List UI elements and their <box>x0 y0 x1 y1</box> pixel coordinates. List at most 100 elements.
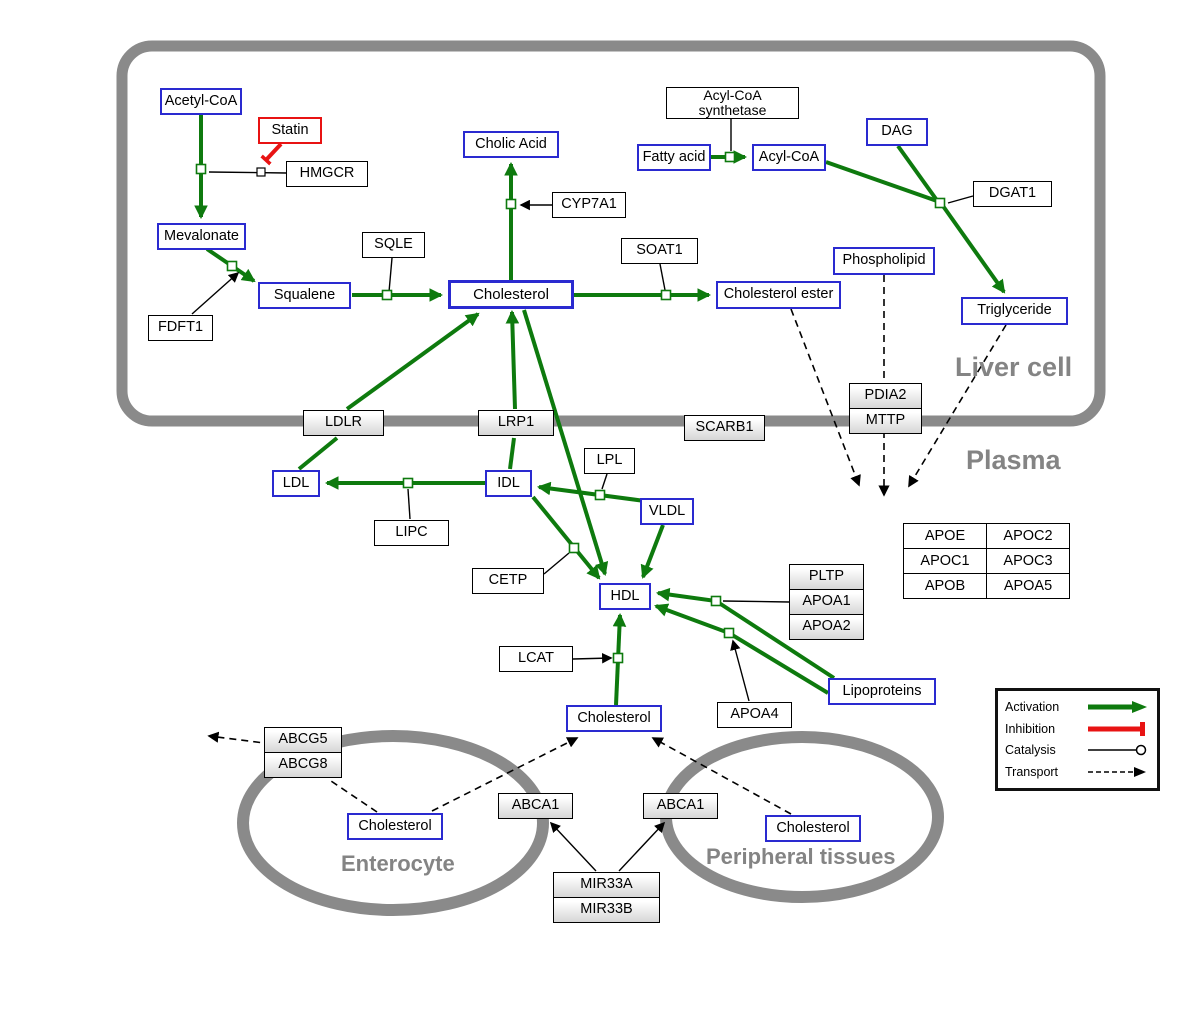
apolipoprotein-table: APOE APOC2 APOC1 APOC3 APOB APOA5 <box>903 523 1070 599</box>
node-acyl-coa[interactable]: Acyl-CoA <box>752 144 826 171</box>
catalysis-circle-icon <box>1088 744 1147 756</box>
edge-mir33-abca1-right <box>618 821 666 872</box>
label-plasma: Plasma <box>966 445 1061 475</box>
edge-cholesterolester-secretion <box>790 308 861 487</box>
legend-row-activation: Activation <box>1005 699 1150 715</box>
node-apoa1[interactable]: APOA1 <box>789 589 864 615</box>
node-abca1-right[interactable]: ABCA1 <box>643 793 718 819</box>
node-squalene[interactable]: Squalene <box>258 282 351 309</box>
edge-ldlr-cholesterol <box>345 312 480 411</box>
edge-pltp-stack <box>722 600 790 603</box>
node-dgat1[interactable]: DGAT1 <box>973 181 1052 207</box>
edge-vldl-idl <box>536 481 646 503</box>
node-dag[interactable]: DAG <box>866 118 928 146</box>
node-lcat[interactable]: LCAT <box>499 646 573 672</box>
node-lrp1[interactable]: LRP1 <box>478 410 554 436</box>
node-cholesterol-ester[interactable]: Cholesterol ester <box>716 281 841 309</box>
node-cholesterol-peripheral[interactable]: Cholesterol <box>765 815 861 842</box>
inhibition-tbar-icon <box>1088 721 1145 736</box>
label-enterocyte: Enterocyte <box>341 851 455 876</box>
legend-catalysis-label: Catalysis <box>1005 743 1056 758</box>
liver-cell-membrane <box>116 40 1106 427</box>
legend-row-inhibition: Inhibition <box>1005 721 1150 737</box>
node-ldlr[interactable]: LDLR <box>303 410 384 436</box>
apo-cell[interactable]: APOC2 <box>987 524 1069 548</box>
edge-lpl <box>601 473 608 490</box>
node-mevalonate[interactable]: Mevalonate <box>157 223 246 250</box>
edge-sqle <box>388 257 393 293</box>
node-mttp[interactable]: MTTP <box>849 408 922 434</box>
node-idl[interactable]: IDL <box>485 470 532 497</box>
node-pltp[interactable]: PLTP <box>789 564 864 590</box>
transport-dashed-arrow-icon <box>1088 766 1146 777</box>
node-mir33b[interactable]: MIR33B <box>553 897 660 923</box>
node-fatty-acid[interactable]: Fatty acid <box>637 144 711 171</box>
node-cetp[interactable]: CETP <box>472 568 544 594</box>
edge-dag-dgat <box>896 144 938 201</box>
node-lpl[interactable]: LPL <box>584 448 635 474</box>
legend-row-catalysis: Catalysis <box>1005 742 1150 758</box>
node-cholic-acid[interactable]: Cholic Acid <box>463 131 559 158</box>
node-abcg5[interactable]: ABCG5 <box>264 727 342 753</box>
edge-apoa4 <box>730 639 750 702</box>
edge-hmgcr <box>208 171 287 174</box>
edge-dgat1 <box>947 195 974 204</box>
node-ldl[interactable]: LDL <box>272 470 320 497</box>
node-cholesterol-enterocyte[interactable]: Cholesterol <box>347 813 443 840</box>
legend-row-transport: Transport <box>1005 764 1150 780</box>
enterocyte-membrane <box>237 730 549 916</box>
edge-soat1 <box>659 263 666 291</box>
node-statin[interactable]: Statin <box>258 117 322 144</box>
node-abcg8[interactable]: ABCG8 <box>264 752 342 778</box>
node-cholesterol-liver[interactable]: Cholesterol <box>448 280 574 309</box>
node-apoa4[interactable]: APOA4 <box>717 702 792 728</box>
node-triglyceride[interactable]: Triglyceride <box>961 297 1068 325</box>
node-soat1[interactable]: SOAT1 <box>621 238 698 264</box>
edge-dgat-triglyceride <box>941 204 1006 294</box>
edge-cholesterol-abcg <box>330 780 378 813</box>
edge-mir33-abca1-left <box>549 821 597 872</box>
catalysis-edges <box>191 119 974 872</box>
legend: Activation Inhibition Catalysis Transpor… <box>995 688 1160 791</box>
edge-lcat <box>572 652 613 664</box>
acs-line1: Acyl-CoA <box>703 87 762 104</box>
node-scarb1[interactable]: SCARB1 <box>684 415 765 441</box>
node-fdft1[interactable]: FDFT1 <box>148 315 213 341</box>
node-pdia2[interactable]: PDIA2 <box>849 383 922 409</box>
node-hdl[interactable]: HDL <box>599 583 651 610</box>
edge-idl-lrp1 <box>508 437 516 470</box>
apo-cell[interactable]: APOA5 <box>987 574 1069 598</box>
node-cholesterol-plasma[interactable]: Cholesterol <box>566 705 662 732</box>
apo-cell[interactable]: APOC1 <box>904 549 986 573</box>
node-mir33a[interactable]: MIR33A <box>553 872 660 898</box>
node-acyl-coa-synthetase[interactable]: Acyl-CoA synthetase <box>666 87 799 119</box>
apo-cell[interactable]: APOC3 <box>987 549 1069 573</box>
edge-fdft1 <box>191 271 240 315</box>
node-abca1-left[interactable]: ABCA1 <box>498 793 573 819</box>
edge-triglyceride-secretion <box>908 324 1007 488</box>
node-sqle[interactable]: SQLE <box>362 232 425 258</box>
reaction-nodes <box>195 151 946 664</box>
edge-peripheral-cholesterol-efflux <box>651 737 792 815</box>
apo-cell[interactable]: APOB <box>904 574 986 598</box>
activation-edges <box>194 115 1006 706</box>
legend-inhibition-label: Inhibition <box>1005 721 1056 736</box>
node-hmgcr[interactable]: HMGCR <box>286 161 368 187</box>
node-apoa2[interactable]: APOA2 <box>789 614 864 640</box>
edge-acylcoa-dgat <box>825 160 938 203</box>
apo-cell[interactable]: APOE <box>904 524 986 548</box>
edge-enterocyte-cholesterol-efflux <box>431 737 579 812</box>
node-vldl[interactable]: VLDL <box>640 498 694 525</box>
statin-junction-node <box>256 167 266 177</box>
legend-activation-label: Activation <box>1005 700 1060 715</box>
edge-cetp <box>543 552 570 575</box>
node-lipc[interactable]: LIPC <box>374 520 449 546</box>
node-lipoproteins[interactable]: Lipoproteins <box>828 678 936 705</box>
edge-cholesterol-hdl <box>522 309 609 576</box>
node-phospholipid[interactable]: Phospholipid <box>833 247 935 275</box>
node-acetyl-coa[interactable]: Acetyl-CoA <box>160 88 242 115</box>
node-cyp7a1[interactable]: CYP7A1 <box>552 192 626 218</box>
label-peripheral-tissues: Peripheral tissues <box>706 844 896 869</box>
